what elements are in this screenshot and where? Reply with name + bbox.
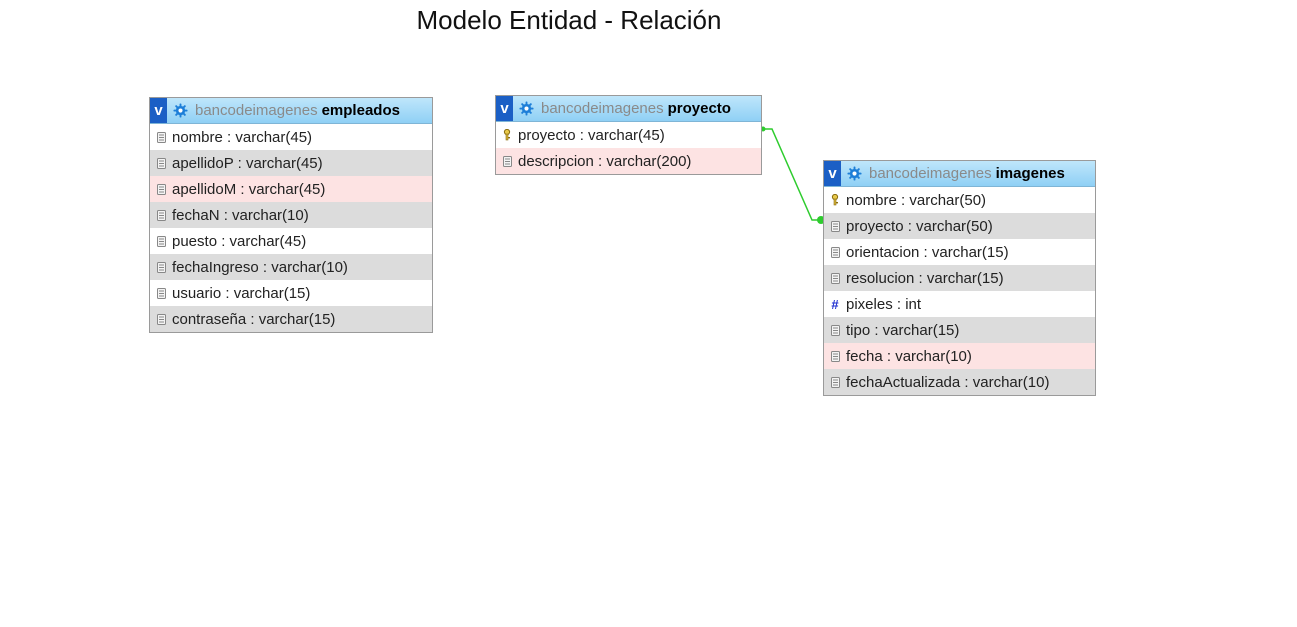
column-row[interactable]: # pixeles : int	[824, 291, 1095, 317]
column-label: proyecto : varchar(45)	[518, 126, 665, 144]
column-label: orientacion : varchar(15)	[846, 243, 1009, 261]
column-icon	[830, 220, 840, 232]
database-name: bancodeimagenes	[869, 165, 992, 182]
column-icon	[156, 313, 166, 325]
column-row[interactable]: nombre : varchar(50)	[824, 187, 1095, 213]
column-label: puesto : varchar(45)	[172, 232, 307, 250]
column-icon	[830, 324, 840, 336]
column-icon	[156, 183, 166, 195]
column-row[interactable]: descripcion : varchar(200)	[496, 148, 761, 174]
column-icon	[830, 272, 840, 284]
column-row[interactable]: fechaIngreso : varchar(10)	[150, 254, 432, 280]
column-row[interactable]: fechaActualizada : varchar(10)	[824, 369, 1095, 395]
column-icon	[156, 287, 166, 299]
column-row[interactable]: orientacion : varchar(15)	[824, 239, 1095, 265]
column-label: resolucion : varchar(15)	[846, 269, 1004, 287]
gear-icon[interactable]	[173, 103, 188, 118]
column-label: apellidoM : varchar(45)	[172, 180, 326, 198]
column-label: proyecto : varchar(50)	[846, 217, 993, 235]
column-icon	[830, 376, 840, 388]
column-row[interactable]: puesto : varchar(45)	[150, 228, 432, 254]
database-name: bancodeimagenes	[541, 100, 664, 117]
column-label: contraseña : varchar(15)	[172, 310, 336, 328]
column-row[interactable]: proyecto : varchar(45)	[496, 122, 761, 148]
column-icon	[156, 235, 166, 247]
column-label: nombre : varchar(50)	[846, 191, 987, 209]
column-row[interactable]: fechaN : varchar(10)	[150, 202, 432, 228]
column-icon	[502, 155, 512, 167]
numeric-column-icon: #	[831, 296, 839, 312]
column-icon	[156, 131, 166, 143]
column-icon	[830, 350, 840, 362]
table-name: imagenes	[995, 165, 1065, 182]
column-row[interactable]: usuario : varchar(15)	[150, 280, 432, 306]
column-row[interactable]: contraseña : varchar(15)	[150, 306, 432, 332]
diagram-title: Modelo Entidad - Relación	[416, 5, 722, 35]
column-label: descripcion : varchar(200)	[518, 152, 692, 170]
column-label: usuario : varchar(15)	[172, 284, 311, 302]
toggle-columns-button[interactable]: v	[496, 96, 513, 121]
column-label: tipo : varchar(15)	[846, 321, 960, 339]
column-label: apellidoP : varchar(45)	[172, 154, 323, 172]
column-icon	[830, 246, 840, 258]
primary-key-icon	[830, 194, 840, 206]
column-row[interactable]: apellidoM : varchar(45)	[150, 176, 432, 202]
column-row[interactable]: resolucion : varchar(15)	[824, 265, 1095, 291]
database-name: bancodeimagenes	[195, 102, 318, 119]
column-label: fechaActualizada : varchar(10)	[846, 373, 1050, 391]
column-label: fechaN : varchar(10)	[172, 206, 309, 224]
column-row[interactable]: apellidoP : varchar(45)	[150, 150, 432, 176]
column-row[interactable]: tipo : varchar(15)	[824, 317, 1095, 343]
toggle-columns-button[interactable]: v	[824, 161, 841, 186]
column-icon	[156, 261, 166, 273]
table-name: proyecto	[667, 100, 731, 117]
relation-line	[763, 128, 824, 221]
column-icon	[156, 209, 166, 221]
column-label: fechaIngreso : varchar(10)	[172, 258, 348, 276]
primary-key-icon	[502, 129, 512, 141]
gear-icon[interactable]	[847, 166, 862, 181]
toggle-columns-button[interactable]: v	[150, 98, 167, 123]
column-row[interactable]: fecha : varchar(10)	[824, 343, 1095, 369]
column-label: fecha : varchar(10)	[846, 347, 972, 365]
column-label: nombre : varchar(45)	[172, 128, 313, 146]
table-name: empleados	[321, 102, 400, 119]
column-icon	[156, 157, 166, 169]
column-row[interactable]: nombre : varchar(45)	[150, 124, 432, 150]
column-row[interactable]: proyecto : varchar(50)	[824, 213, 1095, 239]
column-label: pixeles : int	[846, 295, 922, 313]
gear-icon[interactable]	[519, 101, 534, 116]
